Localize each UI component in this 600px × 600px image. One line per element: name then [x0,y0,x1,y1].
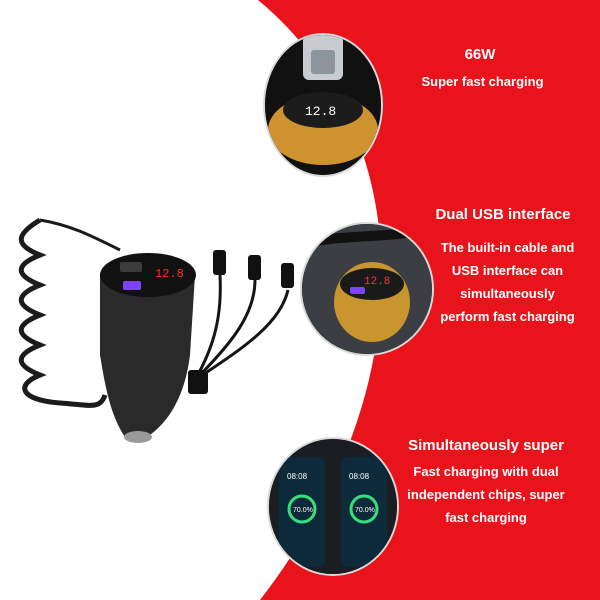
three-in-one-cables [193,274,290,382]
car-charger-product-image: 12.8 [0,205,300,450]
phone-right-percent: 70.0% [355,507,375,514]
display-closeup-image: 12.8 [263,33,383,177]
phone-left-time: 08:08 [287,472,308,481]
feature-3-line-1: Fast charging with dual [413,464,559,479]
feature-2-line-4: perform fast charging [440,309,575,324]
feature-1-title: 66W [464,46,496,63]
phone-left: 08:08 70.0% [279,457,325,567]
feature-2-title: Dual USB interface [435,206,571,223]
usb-c-connector [281,263,294,288]
coiled-cable [18,217,121,408]
charger-in-car-image: 12.8 [300,222,434,356]
feature-2-line-2: USB interface can [451,263,564,278]
feature-2-line-1: The built-in cable and [440,240,575,255]
car-charger-display-readout: 12.8 [364,276,390,288]
micro-usb-connector [248,255,261,280]
feature-3-line-3: fast charging [445,510,527,525]
feature-3-title: Simultaneously super [408,437,564,454]
lightning-connector [213,250,226,275]
phone-right-time: 08:08 [349,472,370,481]
feature-1-line-1: Super fast charging [421,74,544,89]
product-display-readout: 12.8 [155,267,184,281]
two-phones-charging-image: 08:08 70.0% 08:08 70.0% [267,437,399,576]
feature-2-line-3: simultaneously [460,286,555,301]
phone-right: 08:08 70.0% [341,457,387,567]
closeup-display-readout: 12.8 [305,104,336,119]
phone-left-percent: 70.0% [293,507,313,514]
charger-body: 12.8 [100,253,196,443]
cable-splitter [188,370,208,394]
feature-3-line-2: independent chips, super [407,487,565,502]
